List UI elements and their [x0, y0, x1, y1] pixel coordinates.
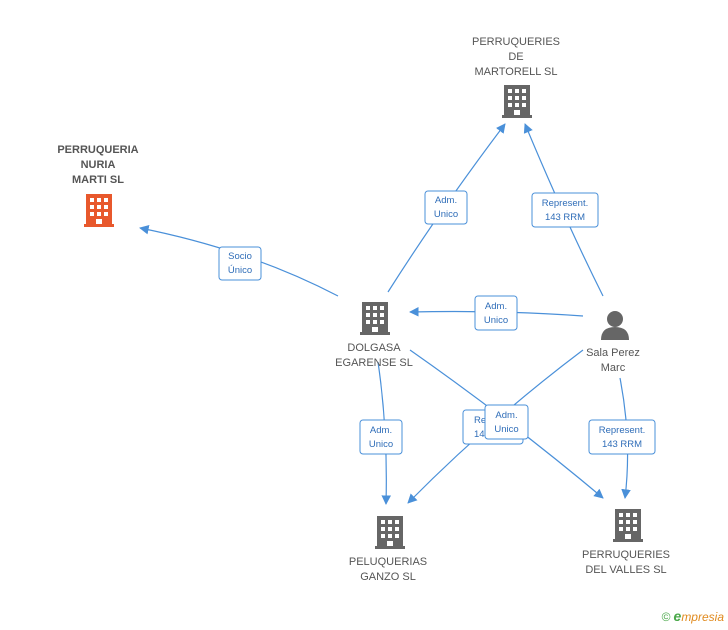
building-icon	[84, 194, 114, 227]
edge-label-line: Adm.	[435, 195, 457, 206]
edge-label-line: Adm.	[495, 410, 517, 421]
edge-label-line: Unico	[484, 315, 508, 326]
node-label-line: MARTORELL SL	[475, 66, 558, 78]
edge-label-line: Único	[228, 265, 252, 276]
building-icon	[613, 509, 643, 542]
edge-label-line: Represent.	[599, 425, 645, 436]
node-label-line: PERRUQUERIES	[472, 36, 560, 48]
edge-label-represent-martorell[interactable]: Represent. 143 RRM	[531, 192, 599, 228]
person-icon	[601, 311, 629, 340]
empresia-watermark: ©empresia	[662, 608, 724, 624]
brand-name: mpresia	[681, 610, 724, 624]
node-ganzo[interactable]: PELUQUERIAS GANZO SL	[349, 516, 427, 583]
node-label-line: PELUQUERIAS	[349, 556, 427, 568]
edge-label-adm-ganzo[interactable]: Adm. Unico	[359, 419, 403, 455]
node-label-line: PERRUQUERIES	[582, 549, 670, 561]
edge-label-line: 143 RRM	[602, 439, 642, 450]
node-label-line: PERRUQUERIA	[57, 144, 138, 156]
node-valles[interactable]: PERRUQUERIES DEL VALLES SL	[582, 509, 670, 576]
edge-label-line: Adm.	[485, 301, 507, 312]
edge-label-socio-unico[interactable]: Socio Único	[218, 246, 262, 281]
node-label-line: DOLGASA	[347, 342, 401, 354]
node-sala-perez[interactable]: Sala Perez Marc	[586, 311, 640, 374]
node-label-line: MARTI SL	[72, 174, 124, 186]
building-icon	[360, 302, 390, 335]
edge-label-line: Unico	[494, 424, 518, 435]
node-label-line: DE	[508, 51, 523, 63]
node-nuria-focus[interactable]: PERRUQUERIA NURIA MARTI SL	[57, 144, 139, 227]
copyright-symbol: ©	[661, 610, 671, 624]
edge-label-line: 143 RRM	[545, 212, 585, 223]
building-icon	[375, 516, 405, 549]
node-label-line: Marc	[601, 362, 626, 374]
node-label-line: EGARENSE SL	[335, 357, 413, 369]
node-dolgasa[interactable]: DOLGASA EGARENSE SL	[335, 302, 413, 369]
edge-label-adm-cross[interactable]: Adm. Unico	[484, 404, 529, 440]
node-label-line: DEL VALLES SL	[585, 564, 666, 576]
edge-label-adm-martorell[interactable]: Adm. Unico	[424, 190, 468, 225]
edge-label-line: Adm.	[370, 425, 392, 436]
node-label-line: Sala Perez	[586, 347, 640, 359]
edge-label-line: Unico	[369, 439, 393, 450]
edge-label-adm-sala-dolgasa[interactable]: Adm. Unico	[474, 295, 518, 331]
node-label-line: GANZO SL	[360, 571, 416, 583]
edge-label-line: Unico	[434, 209, 458, 220]
edge-label-line: Represent.	[542, 198, 588, 209]
edge-label-represent-valles[interactable]: Represent. 143 RRM	[588, 419, 656, 455]
node-martorell[interactable]: PERRUQUERIES DE MARTORELL SL	[472, 36, 560, 118]
building-icon	[502, 85, 532, 118]
edge-label-line: Socio	[228, 251, 252, 262]
node-label-line: NURIA	[81, 159, 116, 171]
brand-initial: e	[673, 608, 682, 624]
